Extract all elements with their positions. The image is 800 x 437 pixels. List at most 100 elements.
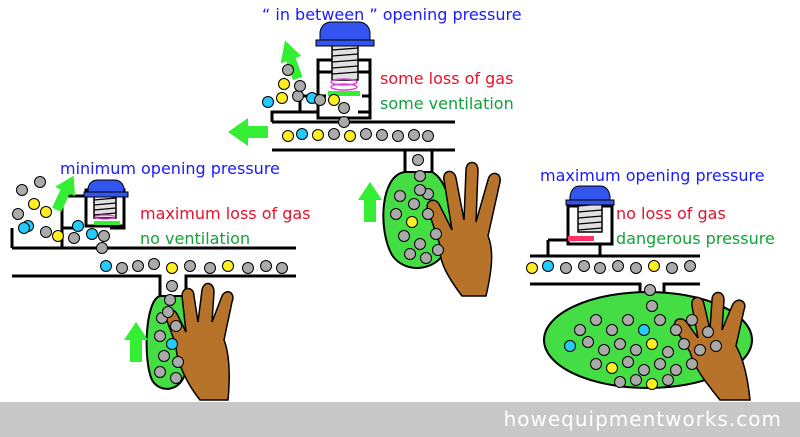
gas-molecule-icon <box>86 228 98 240</box>
gas-molecule-icon <box>328 94 340 106</box>
gas-molecule-icon <box>12 208 24 220</box>
gas-molecule-icon <box>630 374 642 386</box>
gas-molecule-icon <box>170 372 182 384</box>
gas-molecule-icon <box>606 362 618 374</box>
gas-molecule-icon <box>68 232 80 244</box>
gas-molecule-icon <box>622 314 634 326</box>
gas-molecule-icon <box>614 338 626 350</box>
gas-molecule-icon <box>648 260 660 272</box>
left-ventilation: no ventilation <box>140 229 251 248</box>
gas-molecule-icon <box>582 336 594 348</box>
valve-body <box>565 185 615 246</box>
gas-molecule-icon <box>594 262 606 274</box>
gas-molecule-icon <box>638 324 650 336</box>
gas-molecule-icon <box>432 244 444 256</box>
gas-molecule-icon <box>260 260 272 272</box>
gas-molecule-icon <box>414 184 426 196</box>
gas-molecule-icon <box>670 324 682 336</box>
gas-molecule-icon <box>590 358 602 370</box>
gas-molecule-icon <box>314 94 326 106</box>
gas-molecule-icon <box>204 262 216 274</box>
gas-molecule-icon <box>560 262 572 274</box>
gas-molecule-icon <box>686 314 698 326</box>
gas-molecule-icon <box>646 378 658 390</box>
gas-molecule-icon <box>276 92 288 104</box>
valve-disc <box>568 236 594 241</box>
gas-molecule-icon <box>710 340 722 352</box>
gas-molecule-icon <box>294 80 306 92</box>
gas-molecule-icon <box>638 364 650 376</box>
gas-molecule-icon <box>18 222 30 234</box>
gas-molecule-icon <box>328 128 340 140</box>
valve-cap-icon <box>87 179 125 195</box>
gas-molecule-icon <box>412 154 424 166</box>
gas-molecule-icon <box>116 262 128 274</box>
gas-molecule-icon <box>564 340 576 352</box>
gas-molecule-icon <box>408 129 420 141</box>
gas-molecule-icon <box>694 344 706 356</box>
gas-molecule-icon <box>590 314 602 326</box>
gas-molecule-icon <box>684 260 696 272</box>
gas-molecule-icon <box>654 358 666 370</box>
gas-molecule-icon <box>296 128 308 140</box>
gas-molecule-icon <box>526 262 538 274</box>
gas-molecule-icon <box>34 176 46 188</box>
gas-molecule-icon <box>394 190 406 202</box>
gas-molecule-icon <box>282 64 294 76</box>
gas-molecule-icon <box>338 116 350 128</box>
gas-molecule-icon <box>670 364 682 376</box>
site-credit: howequipmentworks.com <box>503 407 782 431</box>
gas-molecule-icon <box>646 338 658 350</box>
gas-molecule-icon <box>276 262 288 274</box>
valve-disc <box>94 221 120 225</box>
valve-cap-icon <box>319 21 371 43</box>
gas-molecule-icon <box>222 260 234 272</box>
gas-molecule-icon <box>170 320 182 332</box>
gas-molecule-icon <box>100 260 112 272</box>
gas-molecule-icon <box>172 356 184 368</box>
gas-molecule-icon <box>312 129 324 141</box>
gas-molecule-icon <box>164 294 176 306</box>
left-title: minimum opening pressure <box>60 159 280 178</box>
gas-molecule-icon <box>166 262 178 274</box>
flow-arrow-icon <box>52 175 76 212</box>
gas-molecule-icon <box>166 280 178 292</box>
gas-molecule-icon <box>644 284 656 296</box>
gas-molecule-icon <box>166 338 178 350</box>
gas-molecule-icon <box>148 258 160 270</box>
gas-molecule-icon <box>52 230 64 242</box>
gas-molecule-icon <box>404 248 416 260</box>
gas-molecule-icon <box>422 208 434 220</box>
gas-molecule-icon <box>392 130 404 142</box>
flow-arrow-icon <box>124 322 148 362</box>
gas-molecule-icon <box>360 128 372 140</box>
gas-molecule-icon <box>430 228 442 240</box>
gas-molecules <box>12 64 722 390</box>
gas-molecule-icon <box>654 314 666 326</box>
flow-arrow-icon <box>358 182 382 222</box>
gas-molecule-icon <box>702 326 714 338</box>
gas-molecule-icon <box>598 344 610 356</box>
gas-molecule-icon <box>282 130 294 142</box>
gas-molecule-icon <box>662 346 674 358</box>
breathing-pipe <box>270 70 455 172</box>
gas-molecule-icon <box>72 220 84 232</box>
left-gas-loss: maximum loss of gas <box>140 204 311 223</box>
right-gas-loss: no loss of gas <box>616 204 726 223</box>
gas-molecule-icon <box>420 252 432 264</box>
spring-icon <box>94 214 116 220</box>
gas-molecule-icon <box>262 96 274 108</box>
right-ventilation: dangerous pressure <box>616 229 775 248</box>
right-title: maximum opening pressure <box>540 166 765 185</box>
gas-molecule-icon <box>574 324 586 336</box>
gas-molecule-icon <box>686 358 698 370</box>
gas-molecule-icon <box>408 198 420 210</box>
gas-molecule-icon <box>414 170 426 182</box>
gas-molecule-icon <box>414 238 426 250</box>
flow-arrow-icon <box>228 118 268 146</box>
middle-title: “ in between ” opening pressure <box>262 5 522 24</box>
flow-arrow-icon <box>280 40 303 81</box>
gas-molecule-icon <box>630 262 642 274</box>
gas-molecule-icon <box>292 90 304 102</box>
